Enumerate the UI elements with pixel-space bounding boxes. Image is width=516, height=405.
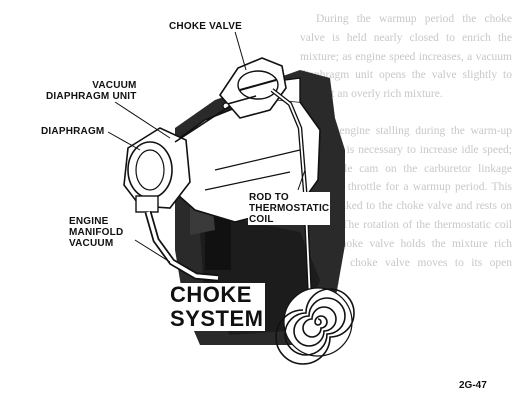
thermostatic-coil — [275, 287, 355, 365]
choke-valve-label: CHOKE VALVE — [168, 21, 243, 32]
figure-title: CHOKE SYSTEM — [168, 282, 266, 331]
vacuum-diaphragm-unit — [123, 105, 231, 213]
thermostatic-rod — [270, 88, 313, 301]
engine-manifold-vacuum-label: ENGINE MANIFOLD VACUUM — [68, 216, 125, 249]
vacuum-hose — [144, 211, 219, 282]
vacuum-diaphragm-unit-label: VACUUM DIAPHRAGM UNIT — [45, 80, 138, 102]
leader-lines — [107, 27, 306, 263]
figure-number: 2G-47 — [459, 380, 487, 391]
diaphragm-label: DIAPHRAGM — [40, 126, 106, 137]
choke-valve-housing — [218, 57, 287, 119]
background-paragraph: During the warmup period the choke valve… — [300, 13, 512, 101]
rod-to-thermostatic-coil-label: ROD TO THERMOSTATIC COIL — [248, 192, 331, 225]
